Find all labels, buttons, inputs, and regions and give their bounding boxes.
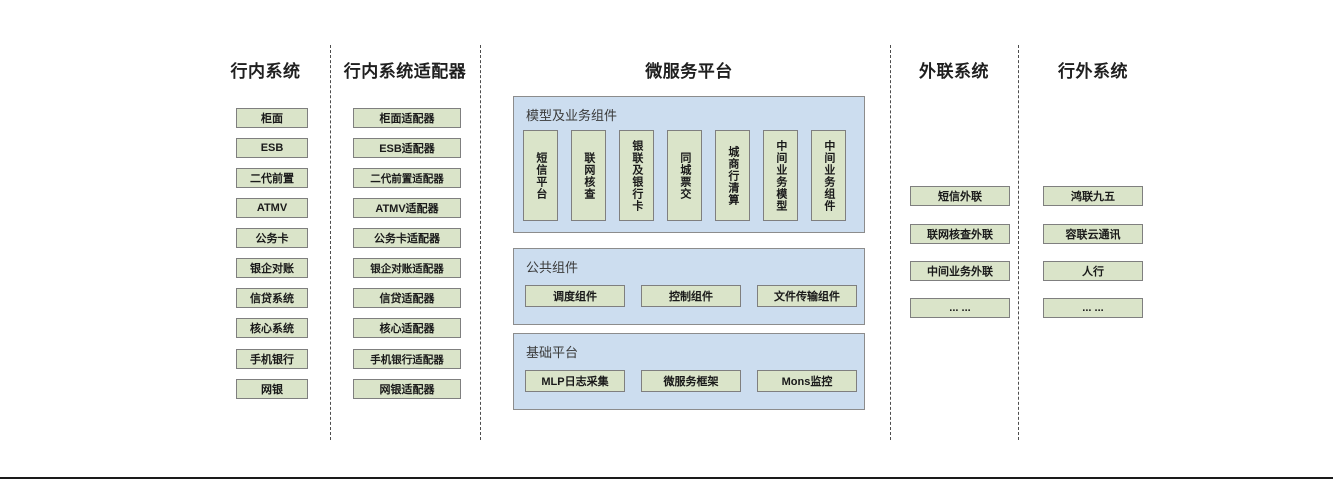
column-separator-1 (330, 45, 331, 440)
list-item-label: 中间业务模型 (774, 139, 787, 212)
column-separator-2 (480, 45, 481, 440)
column-title-external-link-systems: 外联系统 (919, 62, 989, 81)
list-item[interactable]: 联网核查 (571, 130, 606, 221)
list-item-label: 中间业务组件 (822, 139, 835, 212)
list-item[interactable]: 二代前置适配器 (353, 168, 461, 188)
list-item[interactable]: ATMV适配器 (353, 198, 461, 218)
list-item[interactable]: 城商行清算 (715, 130, 750, 221)
list-item[interactable]: MLP日志采集 (525, 370, 625, 392)
panel-title: 公共组件 (526, 260, 579, 275)
list-item[interactable]: 信贷系统 (236, 288, 308, 308)
list-item[interactable]: 控制组件 (641, 285, 741, 307)
list-item[interactable]: 中间业务组件 (811, 130, 846, 221)
list-item[interactable]: 中间业务模型 (763, 130, 798, 221)
list-item[interactable]: 容联云通讯 (1043, 224, 1143, 244)
list-item[interactable]: 中间业务外联 (910, 261, 1010, 281)
list-item[interactable]: 二代前置 (236, 168, 308, 188)
list-item[interactable]: 人行 (1043, 261, 1143, 281)
column-separator-3 (890, 45, 891, 440)
list-item[interactable]: 核心适配器 (353, 318, 461, 338)
list-item[interactable]: 网银适配器 (353, 379, 461, 399)
column-title-microservice-platform: 微服务平台 (645, 62, 733, 81)
list-item[interactable]: 柜面适配器 (353, 108, 461, 128)
panel-title: 模型及业务组件 (526, 108, 618, 123)
list-item[interactable]: 银企对账适配器 (353, 258, 461, 278)
list-item[interactable]: 柜面 (236, 108, 308, 128)
list-item[interactable]: 银联及银行卡 (619, 130, 654, 221)
list-item[interactable]: ... ... (910, 298, 1010, 318)
list-item[interactable]: 手机银行适配器 (353, 349, 461, 369)
list-item[interactable]: 网银 (236, 379, 308, 399)
page-bottom-rule (0, 477, 1333, 479)
list-item-label: 同城票交 (678, 151, 691, 200)
list-item[interactable]: 调度组件 (525, 285, 625, 307)
column-title-in-bank-adapters: 行内系统适配器 (343, 62, 467, 81)
list-item[interactable]: ATMV (236, 198, 308, 218)
list-item[interactable]: 同城票交 (667, 130, 702, 221)
list-item[interactable]: 文件传输组件 (757, 285, 857, 307)
list-item[interactable]: 公务卡 (236, 228, 308, 248)
panel-title: 基础平台 (526, 345, 579, 360)
list-item[interactable]: 核心系统 (236, 318, 308, 338)
list-item[interactable]: 短信外联 (910, 186, 1010, 206)
list-item[interactable]: 联网核查外联 (910, 224, 1010, 244)
list-item[interactable]: ESB (236, 138, 308, 158)
list-item[interactable]: ESB适配器 (353, 138, 461, 158)
list-item[interactable]: Mons监控 (757, 370, 857, 392)
list-item-label: 城商行清算 (726, 145, 739, 206)
list-item-label: 联网核查 (582, 151, 595, 200)
list-item[interactable]: ... ... (1043, 298, 1143, 318)
list-item-label: 银联及银行卡 (630, 139, 643, 212)
column-title-out-bank-systems: 行外系统 (1058, 62, 1128, 81)
list-item[interactable]: 信贷适配器 (353, 288, 461, 308)
list-item[interactable]: 公务卡适配器 (353, 228, 461, 248)
list-item-label: 短信平台 (534, 151, 547, 200)
list-item[interactable]: 鸿联九五 (1043, 186, 1143, 206)
column-separator-4 (1018, 45, 1019, 440)
list-item[interactable]: 银企对账 (236, 258, 308, 278)
list-item[interactable]: 短信平台 (523, 130, 558, 221)
list-item[interactable]: 微服务框架 (641, 370, 741, 392)
column-title-in-bank-systems: 行内系统 (230, 62, 301, 81)
list-item[interactable]: 手机银行 (236, 349, 308, 369)
